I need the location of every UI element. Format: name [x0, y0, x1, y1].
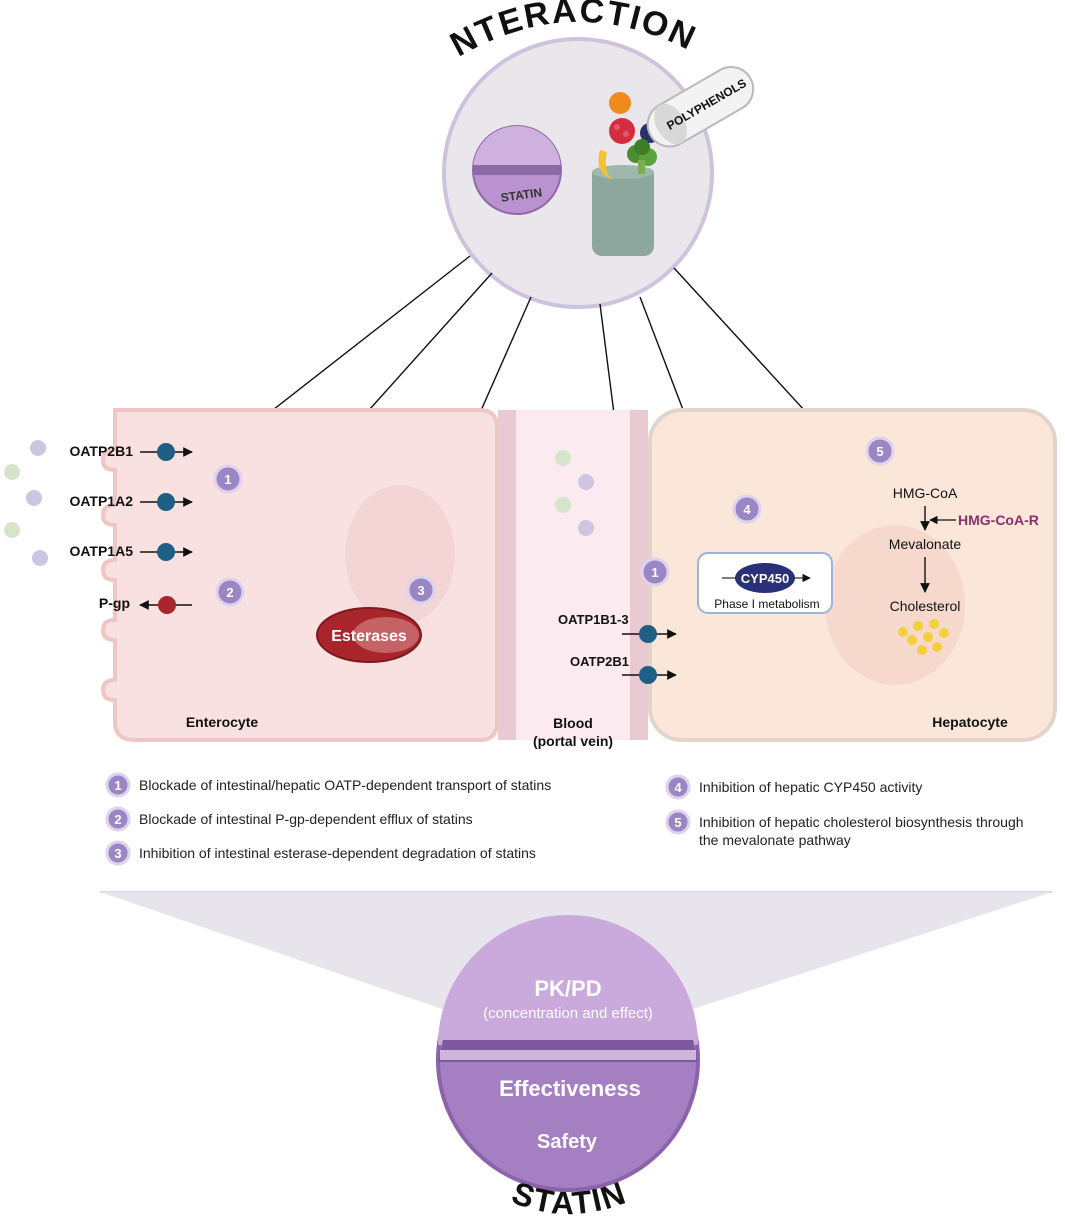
- svg-text:2: 2: [226, 585, 233, 600]
- blood-vessel: Blood (portal vein): [498, 410, 648, 749]
- svg-text:Inhibition of hepatic choleste: Inhibition of hepatic cholesterol biosyn…: [699, 814, 1024, 830]
- badge-3-esterases: 3: [406, 575, 436, 605]
- svg-text:1: 1: [114, 778, 121, 793]
- esterases-organelle: Esterases: [316, 607, 422, 663]
- hmg-coa-r-label: HMG-CoA-R: [958, 512, 1039, 528]
- legend-item-1: 1 Blockade of intestinal/hepatic OATP-de…: [105, 772, 551, 798]
- badge-5-hmg: 5: [865, 436, 895, 466]
- svg-text:3: 3: [114, 846, 121, 861]
- statin-pill-icon: STATIN: [472, 125, 562, 215]
- legend-item-5: 5 Inhibition of hepatic cholesterol bios…: [665, 809, 1024, 848]
- legend-item-3: 3 Inhibition of intestinal esterase-depe…: [105, 840, 536, 866]
- cyp450-box: CYP450 Phase I metabolism: [697, 552, 833, 614]
- cup-icon: [592, 165, 654, 256]
- hmg-coa-label: HMG-CoA: [893, 485, 958, 501]
- blood-label: Blood: [553, 715, 593, 731]
- transporter-oatp2b1: OATP2B1: [69, 443, 193, 461]
- svg-text:5: 5: [876, 444, 883, 459]
- enterocyte-label: Enterocyte: [186, 714, 259, 730]
- svg-text:Inhibition of hepatic CYP450 a: Inhibition of hepatic CYP450 activity: [699, 779, 922, 795]
- svg-text:2: 2: [114, 812, 121, 827]
- transporter-oatp1a5: OATP1A5: [69, 543, 193, 561]
- svg-text:Blockade of intestinal/hepatic: Blockade of intestinal/hepatic OATP-depe…: [139, 777, 551, 793]
- badge-2-pgp: 2: [215, 577, 245, 607]
- badge-4-cyp450: 4: [732, 494, 762, 524]
- svg-text:the mevalonate pathway: the mevalonate pathway: [699, 832, 851, 848]
- legend-item-2: 2 Blockade of intestinal P-gp-dependent …: [105, 806, 473, 832]
- pkpd-sub-label: (concentration and effect): [483, 1005, 653, 1022]
- hepatocyte-cell: Hepatocyte: [648, 408, 1057, 742]
- mevalonate-label: Mevalonate: [889, 536, 962, 552]
- statin-molecules: [4, 440, 594, 566]
- cyp450-label: CYP450: [741, 571, 789, 586]
- transporter-pgp: P-gp: [99, 595, 192, 614]
- svg-text:1: 1: [224, 472, 231, 487]
- esterases-label: Esterases: [331, 628, 407, 645]
- hepatocyte-label: Hepatocyte: [932, 714, 1008, 730]
- raspberry-icon: [609, 118, 635, 144]
- badge-1-intestinal: 1: [213, 464, 243, 494]
- cholesterol-droplets: [898, 619, 949, 655]
- statin-outcome-tablet: PK/PD (concentration and effect) Effecti…: [436, 915, 700, 1192]
- oatp2b1-label: OATP2B1: [69, 443, 133, 459]
- pkpd-label: PK/PD: [534, 976, 601, 1001]
- svg-text:1: 1: [651, 565, 658, 580]
- effectiveness-label: Effectiveness: [499, 1076, 641, 1101]
- transporter-oatp1b1-3: OATP1B1-3: [558, 612, 677, 643]
- svg-text:3: 3: [417, 583, 424, 598]
- legend-item-4: 4 Inhibition of hepatic CYP450 activity: [665, 774, 922, 800]
- oatp1b1-3-label: OATP1B1-3: [558, 612, 629, 627]
- safety-label: Safety: [537, 1131, 598, 1153]
- mevalonate-pathway: HMG-CoA HMG-CoA-R Mevalonate Cholesterol: [889, 485, 1039, 655]
- broccoli-icon: [627, 139, 657, 174]
- svg-text:4: 4: [743, 502, 751, 517]
- transporter-oatp2b1-liver: OATP2B1: [570, 654, 677, 684]
- svg-text:Inhibition of intestinal ester: Inhibition of intestinal esterase-depend…: [139, 845, 536, 861]
- svg-text:5: 5: [674, 815, 681, 830]
- banana-icon: [598, 150, 612, 180]
- transporter-oatp1a2: OATP1A2: [69, 493, 193, 511]
- interactions-circle: STATIN POLYPHENOLS: [442, 37, 755, 309]
- badge-1-hepatic: 1: [640, 557, 670, 587]
- pgp-label: P-gp: [99, 595, 130, 611]
- statin-pill-label: STATIN: [500, 185, 543, 205]
- cholesterol-label: Cholesterol: [890, 598, 961, 614]
- diagram-badges: 1 2 3 1 4 5: [213, 436, 895, 607]
- svg-text:4: 4: [674, 780, 682, 795]
- svg-text:Blockade of intestinal P-gp-de: Blockade of intestinal P-gp-dependent ef…: [139, 811, 473, 827]
- legend: 1 Blockade of intestinal/hepatic OATP-de…: [105, 772, 1024, 866]
- oatp1a5-label: OATP1A5: [69, 543, 133, 559]
- phase-i-caption: Phase I metabolism: [714, 597, 819, 611]
- portal-vein-label: (portal vein): [533, 733, 613, 749]
- oatp2b1-liver-label: OATP2B1: [570, 654, 629, 669]
- orange-fruit-icon: [609, 92, 631, 114]
- oatp1a2-label: OATP1A2: [69, 493, 133, 509]
